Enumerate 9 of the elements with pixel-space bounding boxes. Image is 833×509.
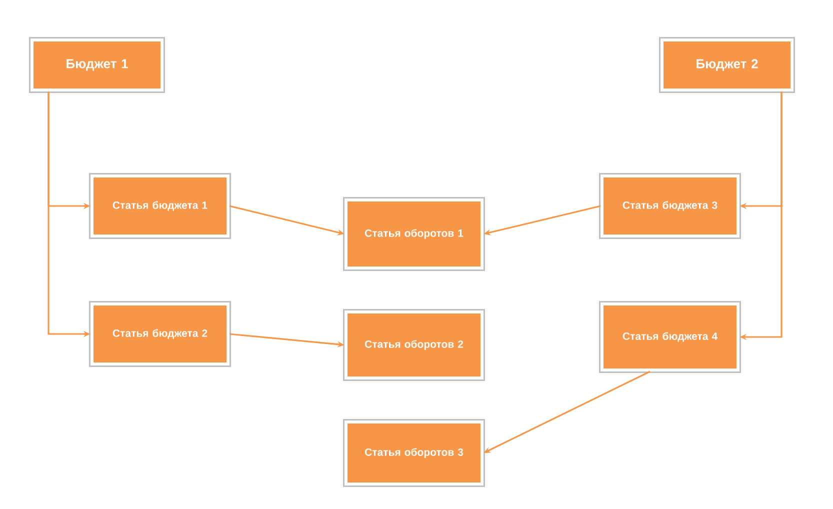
process-box: Статья оборотов 2 [343, 309, 485, 381]
process-box: Бюджет 2 [659, 37, 795, 93]
process-box: Статья оборотов 3 [343, 419, 485, 487]
process-box: Статья бюджета 2 [89, 301, 231, 367]
process-box: Статья оборотов 1 [343, 197, 485, 271]
process-box: Статья бюджета 4 [599, 301, 741, 373]
process-box: Статья бюджета 3 [599, 173, 741, 239]
process-box: Бюджет 1 [29, 37, 165, 93]
process-box: Статья бюджета 1 [89, 173, 231, 239]
